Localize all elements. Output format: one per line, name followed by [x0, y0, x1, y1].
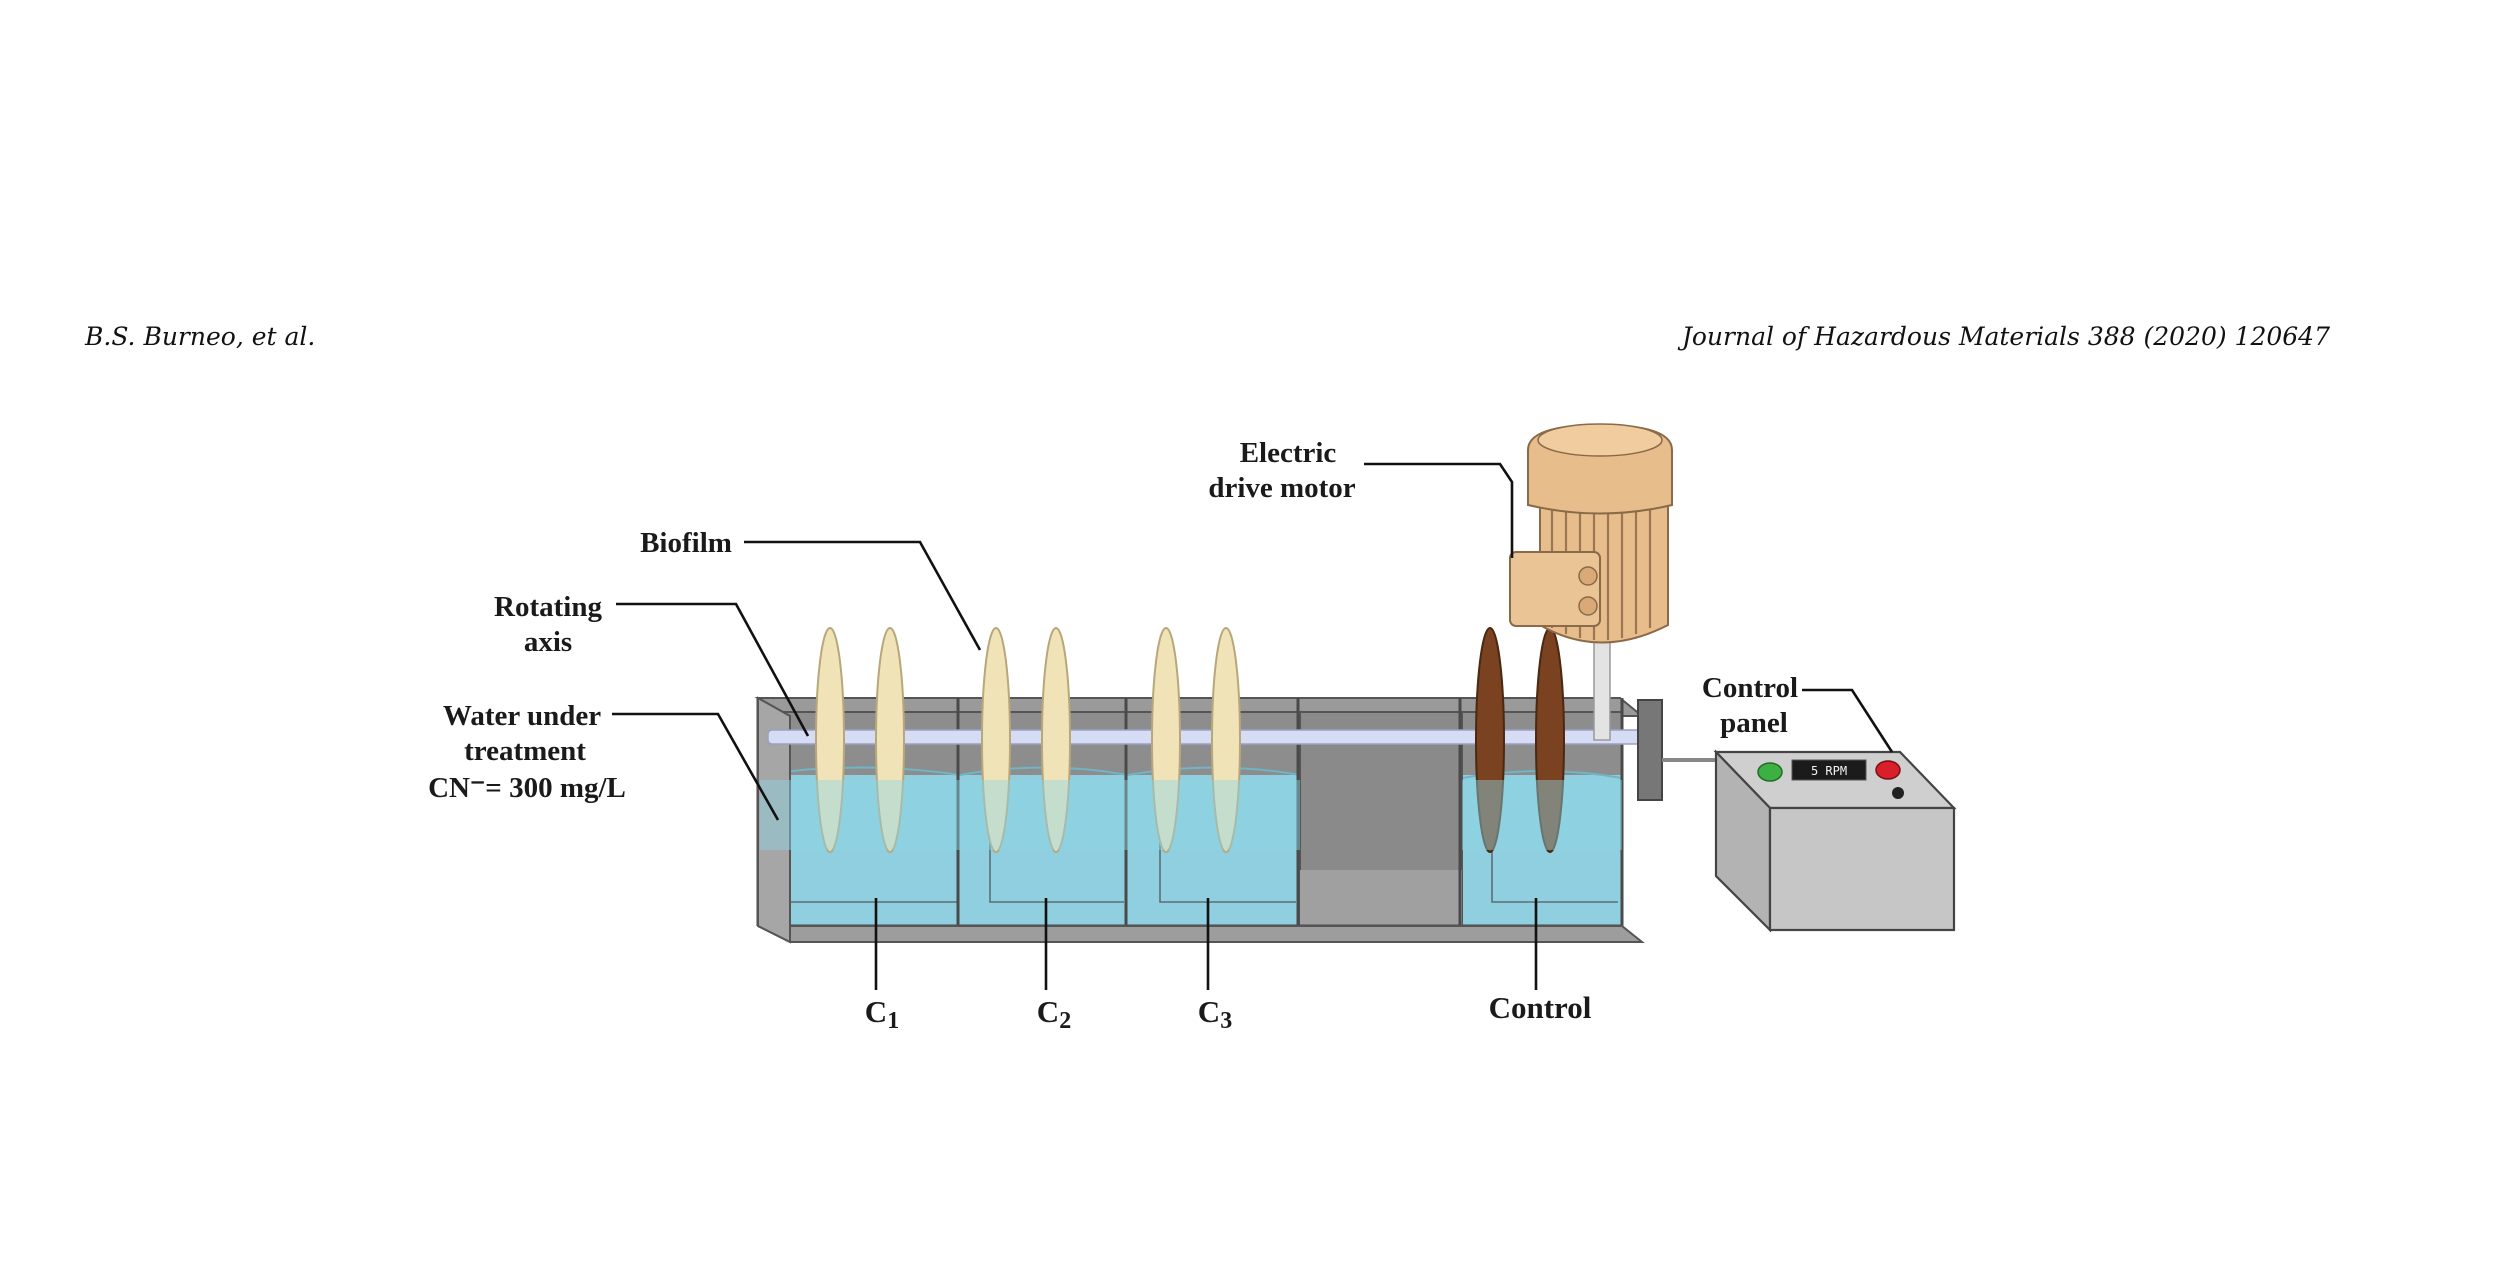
- control-panel: 5 RPM: [1662, 749, 1957, 933]
- disc: [1151, 627, 1181, 853]
- compartment-label-c3: C3: [1198, 994, 1232, 1034]
- compartment-label-control: Control: [1489, 990, 1592, 1025]
- water-label-line2: treatment: [464, 735, 586, 767]
- disc: [875, 627, 905, 853]
- water-label-line1: Water under: [443, 700, 601, 732]
- disc: [1475, 627, 1505, 853]
- rpm-display-text: 5 RPM: [1811, 764, 1847, 778]
- biofilm-label: Biofilm: [640, 527, 732, 559]
- biofilm-discs: [815, 627, 1241, 853]
- label-base: C: [1198, 994, 1220, 1029]
- disc: [1211, 627, 1241, 853]
- panel-label-line2: panel: [1720, 707, 1788, 739]
- stop-button: [1875, 760, 1901, 780]
- panel-label-line1: Control: [1702, 672, 1798, 704]
- motor-label-line2: drive motor: [1208, 472, 1355, 504]
- axis-label-line2: axis: [524, 626, 572, 658]
- axis-label-line1: Rotating: [494, 591, 602, 623]
- label-subscript: 3: [1220, 1008, 1232, 1034]
- compartment-label-c1: C1: [865, 994, 899, 1034]
- rpm-display: [1791, 759, 1867, 781]
- running-head-authors: B.S. Burneo, et al.: [85, 322, 316, 351]
- running-head-journal: Journal of Hazardous Materials 388 (2020…: [1681, 322, 2330, 351]
- disc: [815, 627, 845, 853]
- disc: [981, 627, 1011, 853]
- disc: [1041, 627, 1071, 853]
- label-subscript: 1: [887, 1008, 899, 1034]
- water-label-line3: CN⁻= 300 mg/L: [428, 772, 626, 804]
- motor-label-line1: Electric: [1240, 437, 1337, 469]
- compartment-label-c2: C2: [1037, 994, 1071, 1034]
- control-discs: [1475, 627, 1565, 853]
- start-button: [1757, 762, 1783, 782]
- label-subscript: 2: [1059, 1008, 1071, 1034]
- indicator-light: [1892, 787, 1904, 799]
- electric-motor: [1509, 423, 1673, 801]
- label-base: C: [1037, 994, 1059, 1029]
- label-base: C: [865, 994, 887, 1029]
- leader-lines: [612, 462, 1894, 990]
